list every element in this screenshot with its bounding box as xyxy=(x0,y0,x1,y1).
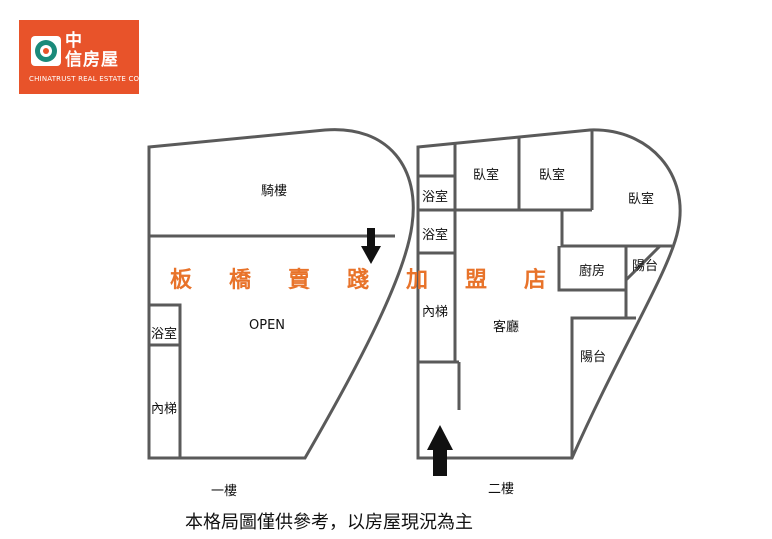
room-label-bath-a: 浴室 xyxy=(422,190,449,205)
disclaimer-text: 本格局圖僅供參考，以房屋現況為主 xyxy=(185,512,473,533)
room-label-bedroom-a: 臥室 xyxy=(473,168,500,183)
room-label-kitchen: 廚房 xyxy=(579,264,606,279)
room-label-bedroom-b: 臥室 xyxy=(539,168,566,183)
company-logo: 中 信房屋 CHINATRUST REAL ESTATE CO. xyxy=(19,20,142,94)
floor1-core-walls xyxy=(149,303,182,458)
logo-subtitle: CHINATRUST REAL ESTATE CO. xyxy=(29,75,142,83)
room-label-arcade: 騎樓 xyxy=(261,184,288,199)
entrance-arrow-floor2-icon xyxy=(427,425,453,476)
room-label-bedroom-c: 臥室 xyxy=(628,192,655,207)
floor2-outline xyxy=(416,128,682,460)
room-label-stairs-floor1: 內梯 xyxy=(151,402,178,417)
room-label-bath-b: 浴室 xyxy=(422,228,449,243)
floor1-caption: 一樓 xyxy=(211,484,238,499)
floor2-caption: 二樓 xyxy=(488,482,515,497)
logo-title: 中 信房屋 xyxy=(65,31,119,70)
room-label-bath-floor1: 浴室 xyxy=(151,327,178,342)
entrance-arrow-floor1-icon xyxy=(361,228,381,264)
room-label-balcony-a: 陽台 xyxy=(632,259,659,274)
floor1-outline xyxy=(147,128,415,460)
room-label-open: OPEN xyxy=(249,318,286,333)
watermark-text: 板橋賣踐加盟店 xyxy=(170,268,547,293)
room-label-living: 客廳 xyxy=(493,320,520,335)
room-label-balcony-b: 陽台 xyxy=(580,350,607,365)
room-label-stairs-floor2: 內梯 xyxy=(422,305,449,320)
logo-emblem-icon xyxy=(31,36,61,66)
